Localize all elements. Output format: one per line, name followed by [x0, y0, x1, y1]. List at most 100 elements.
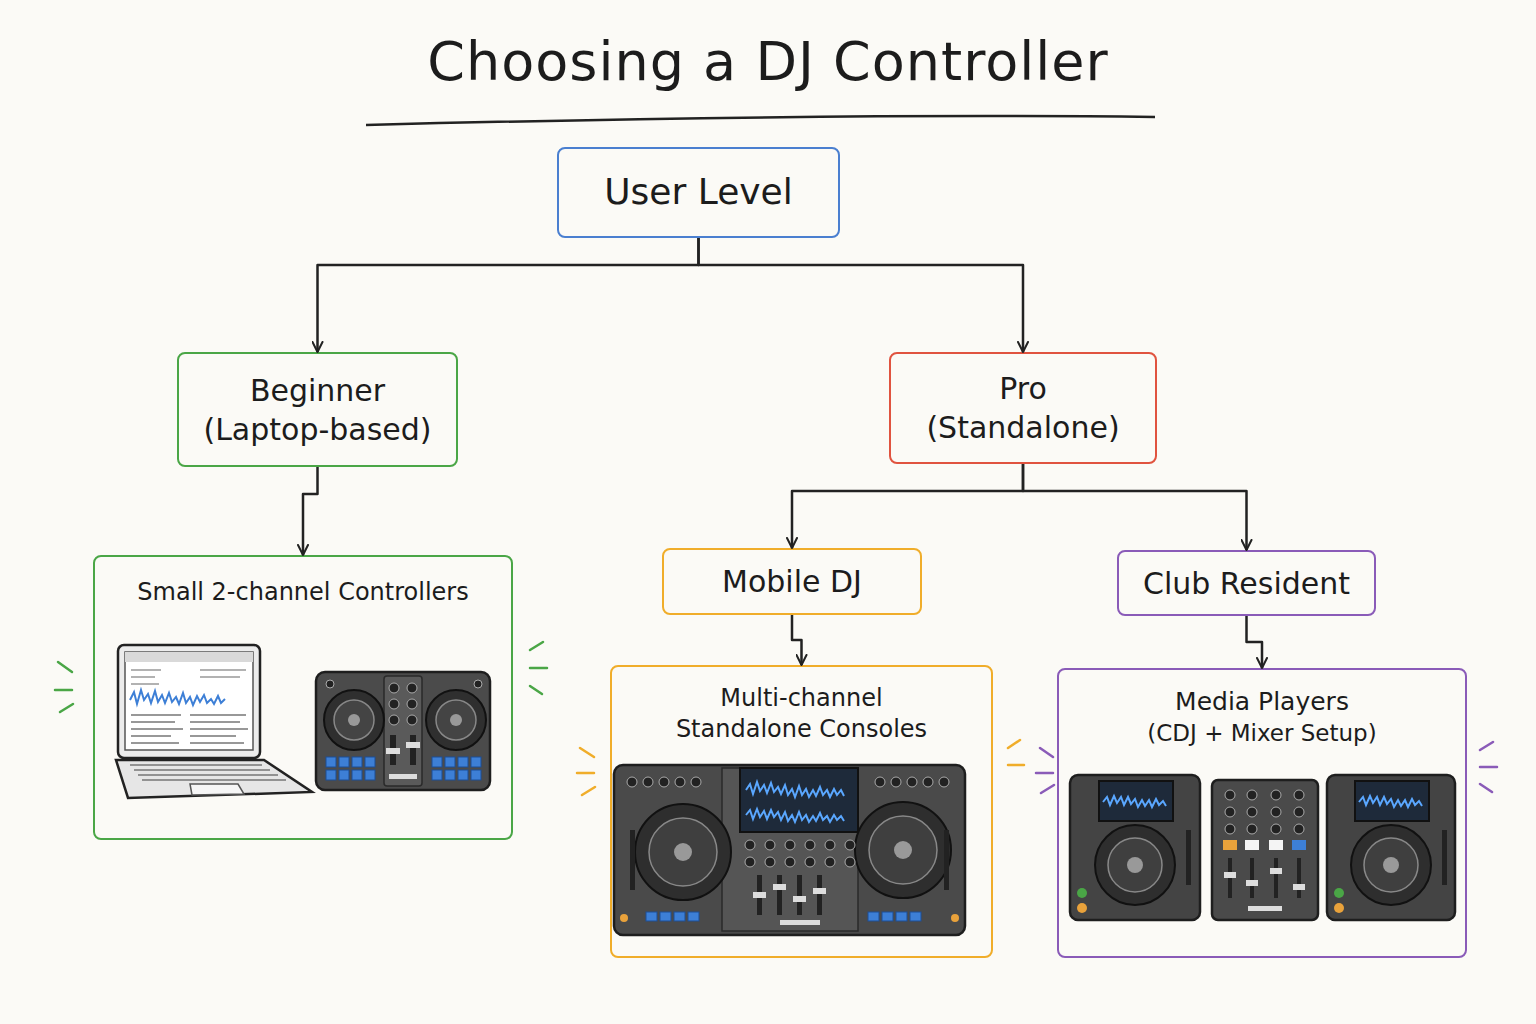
controller-illustration: [365, 770, 375, 780]
console-illustration: [675, 777, 685, 787]
controller-illustration: [445, 770, 455, 780]
controller-illustration: [390, 735, 396, 765]
console-illustration: [722, 768, 858, 931]
console-illustration: [785, 840, 795, 850]
mixer-illustration: [1271, 790, 1281, 800]
console-illustration: [659, 777, 669, 787]
cdj-illustration: [1364, 838, 1418, 892]
mixer-illustration: [1225, 807, 1235, 817]
controller-illustration: [432, 770, 442, 780]
laptop-illustration: [130, 765, 286, 780]
console-illustration: [855, 802, 951, 898]
console-illustration: [765, 840, 775, 850]
cdj-illustration: [1108, 838, 1162, 892]
console-illustration: [630, 830, 949, 915]
mixer-illustration: [1294, 824, 1304, 834]
console-illustration: [907, 777, 917, 787]
controller-illustration: [326, 770, 336, 780]
laptop-illustration: [190, 784, 244, 795]
mixer-illustration: [1270, 868, 1282, 874]
mixer-illustration: [1212, 780, 1318, 920]
console-illustration: [757, 875, 762, 915]
node-label: Small 2-channel Controllers: [137, 577, 468, 608]
controller-illustration: [389, 715, 399, 725]
connector-arrow: [1247, 616, 1263, 668]
spark-marks: [55, 642, 547, 712]
process-box: Mobile DJ: [662, 548, 922, 615]
laptop-illustration: [116, 645, 312, 798]
connector-arrow: [318, 238, 699, 352]
cdj-illustration: [1070, 775, 1200, 920]
console-illustration: [614, 765, 965, 935]
controller-illustration: [445, 757, 455, 767]
connector-arrow: [792, 615, 802, 665]
controller-illustration: [365, 757, 375, 767]
console-illustration: [740, 768, 858, 832]
laptop-illustration: [131, 715, 248, 743]
console-illustration: [825, 857, 835, 867]
console-illustration: [891, 777, 901, 787]
mixer-illustration: [1271, 824, 1281, 834]
console-illustration: [773, 884, 786, 890]
controller-illustration: [410, 735, 416, 765]
console-illustration: [614, 765, 965, 935]
node-label: Beginner: [250, 371, 385, 410]
controller-illustration: [326, 757, 481, 780]
console-illustration: [630, 830, 635, 890]
console-illustration: [753, 892, 766, 898]
controller-illustration: [450, 714, 462, 726]
console-illustration: [910, 912, 921, 921]
console-illustration: [797, 875, 802, 915]
mixer-illustration: [1212, 780, 1318, 920]
mixer-illustration: [1225, 824, 1235, 834]
console-illustration: [896, 912, 907, 921]
process-box: User Level: [557, 147, 840, 238]
console-illustration: [746, 782, 844, 797]
console-illustration: [780, 920, 820, 925]
cdj-illustration: [1334, 903, 1344, 913]
controller-illustration: [326, 680, 334, 688]
console-illustration: [674, 843, 692, 861]
controller-illustration: [474, 680, 482, 688]
mixer-illustration: [1246, 880, 1258, 886]
controller-illustration: [316, 672, 490, 790]
mixer-illustration: [1271, 807, 1281, 817]
controller-illustration: [386, 748, 400, 754]
cdj-illustration: [1383, 857, 1399, 873]
cdj-illustration: [1095, 825, 1175, 905]
node-label: User Level: [604, 169, 793, 216]
console-illustration: [805, 840, 815, 850]
connector-arrow: [699, 238, 1024, 352]
console-illustration: [845, 840, 855, 850]
console-illustration: [882, 912, 893, 921]
controller-illustration: [348, 714, 360, 726]
console-illustration: [688, 912, 699, 921]
cdj-illustration: [1103, 796, 1166, 807]
console-illustration: [646, 912, 657, 921]
controller-illustration: [384, 676, 422, 786]
mixer-illustration: [1294, 790, 1304, 800]
laptop-illustration: [130, 690, 225, 705]
node-label: (Laptop-based): [203, 410, 431, 449]
controller-illustration: [436, 700, 476, 740]
controller-illustration: [407, 683, 417, 693]
process-box: Small 2-channel Controllers: [93, 555, 513, 840]
spark-marks: [1036, 742, 1497, 793]
node-label: (Standalone): [926, 408, 1119, 447]
node-label: Media Players: [1175, 686, 1349, 719]
mixer-illustration: [1224, 868, 1305, 911]
cdj-illustration: [1351, 825, 1431, 905]
connector-arrow: [303, 467, 318, 555]
node-label: Pro: [999, 369, 1047, 408]
laptop-illustration: [125, 652, 253, 662]
spark-marks: [530, 642, 547, 694]
process-box: Pro(Standalone): [889, 352, 1157, 464]
controller-illustration: [407, 715, 417, 725]
laptop-illustration: [131, 670, 246, 684]
console-illustration: [923, 777, 933, 787]
cdj-illustration: [1186, 830, 1191, 885]
mixer-illustration: [1225, 790, 1235, 800]
mixer-illustration: [1248, 906, 1282, 911]
console-illustration: [869, 816, 937, 884]
